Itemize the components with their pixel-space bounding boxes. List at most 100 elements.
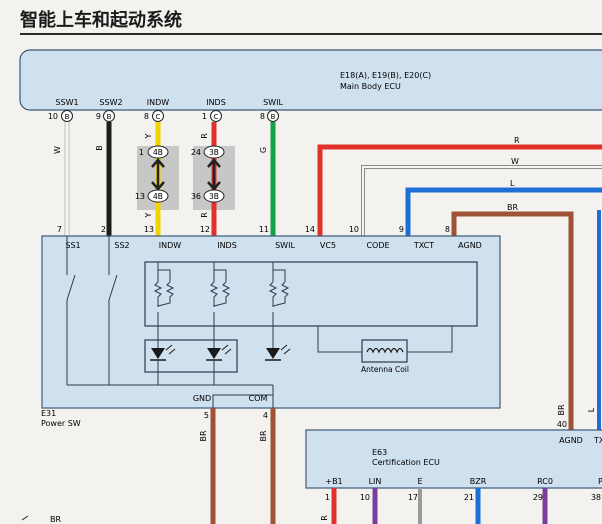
psw-pin-com-num: 4 bbox=[263, 411, 268, 420]
cert-pin-p-label: P bbox=[598, 477, 602, 486]
ecu-pin-inds-wire: R bbox=[200, 133, 209, 139]
cert-ecu-bottom-pins: +B1 1 LIN 10 E 17 BZR 21 RC0 29 P 38 bbox=[325, 477, 602, 524]
psw-pin-swil-label: SWIL bbox=[275, 241, 295, 250]
junction-3b-top-pin: 24 bbox=[191, 148, 201, 157]
ecu-pin-ssw2-pin: 9 bbox=[96, 112, 101, 121]
wire-agnd-brown bbox=[451, 211, 574, 430]
junction-4b-top-conn: 4B bbox=[153, 148, 163, 157]
power-sw-box bbox=[41, 235, 501, 409]
junction-4b-arrow bbox=[151, 158, 165, 191]
psw-pin-txct-label: TXCT bbox=[413, 241, 434, 250]
page-title: 智能上车和起动系统 bbox=[20, 10, 182, 31]
psw-pin-swil-num: 11 bbox=[259, 225, 269, 234]
ecu-pin-swil-wire: G bbox=[259, 147, 268, 153]
led-swil-icon bbox=[265, 326, 291, 361]
led-swil-rays bbox=[280, 344, 291, 355]
junction-3b-bottom-conn: 3B bbox=[209, 192, 219, 201]
cert-pin-p-num: 38 bbox=[591, 493, 601, 502]
psw-pin-ss2-label: SS2 bbox=[114, 241, 129, 250]
ecu-pin-inds-label: INDS bbox=[206, 98, 226, 107]
ecu-pin-ssw2: SSW2 B 9 B bbox=[95, 98, 123, 151]
resistors-swil bbox=[268, 262, 290, 326]
cert-ecu-name: Certification ECU bbox=[372, 458, 440, 467]
junction-4b-bottom bbox=[147, 189, 169, 203]
ecu-pin-ssw2-conn-circle bbox=[103, 110, 115, 122]
psw-pin-code-num: 10 bbox=[349, 225, 359, 234]
ss1-switch bbox=[66, 236, 76, 385]
wire-txct-blue bbox=[405, 187, 602, 236]
cert-pin-bzr-label: BZR bbox=[470, 477, 487, 486]
power-sw-top-pins: 7 SS1 2 SS2 13 INDW 12 INDS 11 SWIL 14 V… bbox=[57, 225, 482, 250]
led-indw-triangle bbox=[151, 348, 165, 359]
main-body-ecu-box bbox=[19, 49, 602, 111]
psw-pin-inds-label: INDS bbox=[217, 241, 237, 250]
led-inds-triangle bbox=[207, 348, 221, 359]
psw-pin-ss1-label: SS1 bbox=[65, 241, 80, 250]
cert-pin-tx-label: TX bbox=[593, 436, 602, 445]
psw-pin-indw-num: 13 bbox=[144, 225, 154, 234]
junction-3b-bottom-pin: 36 bbox=[191, 192, 201, 201]
cert-pin-rc0-num: 29 bbox=[533, 493, 543, 502]
antenna-coil-box bbox=[361, 339, 408, 363]
ecu-pin-ssw1-conn: B bbox=[65, 113, 70, 121]
psw-pin-com-label: COM bbox=[249, 394, 268, 403]
cert-pin-agnd-num: 40 bbox=[557, 420, 567, 429]
internal-switches bbox=[66, 236, 274, 408]
ss2-switch bbox=[108, 236, 118, 385]
psw-pin-agnd-label: AGND bbox=[458, 241, 482, 250]
ecu-pin-ssw1-conn-circle bbox=[61, 110, 73, 122]
ecu-pin-swil-conn-circle bbox=[267, 110, 279, 122]
resistors-indw bbox=[153, 262, 175, 326]
wire-gnd-label: BR bbox=[199, 430, 208, 441]
antenna-coil-leads bbox=[317, 326, 453, 353]
junction-4b-bottom-pin: 13 bbox=[135, 192, 145, 201]
psw-pin-gnd-num: 5 bbox=[204, 411, 209, 420]
antenna-coil-icon bbox=[366, 347, 404, 354]
inner-module-box bbox=[144, 261, 478, 327]
ecu-pin-indw-wire: Y bbox=[144, 133, 153, 139]
cert-pin-lin-label: LIN bbox=[369, 477, 382, 486]
internal-ground-bus bbox=[67, 384, 274, 408]
ecu-pin-swil-label: SWIL bbox=[263, 98, 283, 107]
psw-pin-vc5-label: VC5 bbox=[320, 241, 336, 250]
psw-pin-ss2-num: 2 bbox=[101, 225, 106, 234]
ecu-pin-swil: SWIL B 8 G bbox=[259, 98, 283, 153]
junction-3b-top-conn: 3B bbox=[209, 148, 219, 157]
psw-pin-code-label: CODE bbox=[366, 241, 389, 250]
wire-vc5-red bbox=[317, 144, 602, 236]
cert-pin-e-label: E bbox=[417, 477, 422, 486]
cert-pin-e-num: 17 bbox=[408, 493, 418, 502]
psw-pin-agnd-num: 8 bbox=[445, 225, 450, 234]
ecu-pin-swil-conn: B bbox=[271, 113, 276, 121]
led-inds-icon bbox=[206, 326, 232, 385]
psw-pin-vc5-num: 14 bbox=[305, 225, 315, 234]
ecu-pin-ssw2-conn: B bbox=[107, 113, 112, 121]
cert-pin-rc0-label: RC0 bbox=[537, 477, 553, 486]
ecu-pin-swil-pin: 8 bbox=[260, 112, 265, 121]
led-group-box bbox=[144, 339, 238, 373]
cert-pin-agnd-wire: BR bbox=[557, 404, 566, 415]
cert-pin-b1-label: +B1 bbox=[325, 477, 342, 486]
psw-pin-txct-num: 9 bbox=[399, 225, 404, 234]
led-indw-rays bbox=[165, 344, 176, 355]
ecu-pin-ssw2-wire: B bbox=[95, 145, 104, 151]
psw-pin-ss1-num: 7 bbox=[57, 225, 62, 234]
cert-pin-bzr-num: 21 bbox=[464, 493, 474, 502]
led-indw-icon bbox=[150, 326, 176, 385]
junction-4b-top-pin: 1 bbox=[139, 148, 144, 157]
ecu-pin-indw-conn-circle bbox=[152, 110, 164, 122]
junction-3b-arrow bbox=[207, 158, 221, 191]
ecu-pin-ssw1-pin: 10 bbox=[48, 112, 58, 121]
side-wire-br-label: BR bbox=[507, 203, 518, 212]
side-wire-w-label: W bbox=[511, 157, 519, 166]
cert-pin-lin-num: 10 bbox=[360, 493, 370, 502]
psw-pin-gnd-label: GND bbox=[193, 394, 211, 403]
ecu-pin-indw-pin: 8 bbox=[144, 112, 149, 121]
led-inds-rays bbox=[221, 344, 232, 355]
side-wire-r-label: R bbox=[514, 136, 520, 145]
junction-4b-bottom-conn: 4B bbox=[153, 192, 163, 201]
wire-com-label: BR bbox=[259, 430, 268, 441]
junction-4b-wire: Y bbox=[144, 212, 153, 218]
cert-pin-b1-num: 1 bbox=[325, 493, 330, 502]
